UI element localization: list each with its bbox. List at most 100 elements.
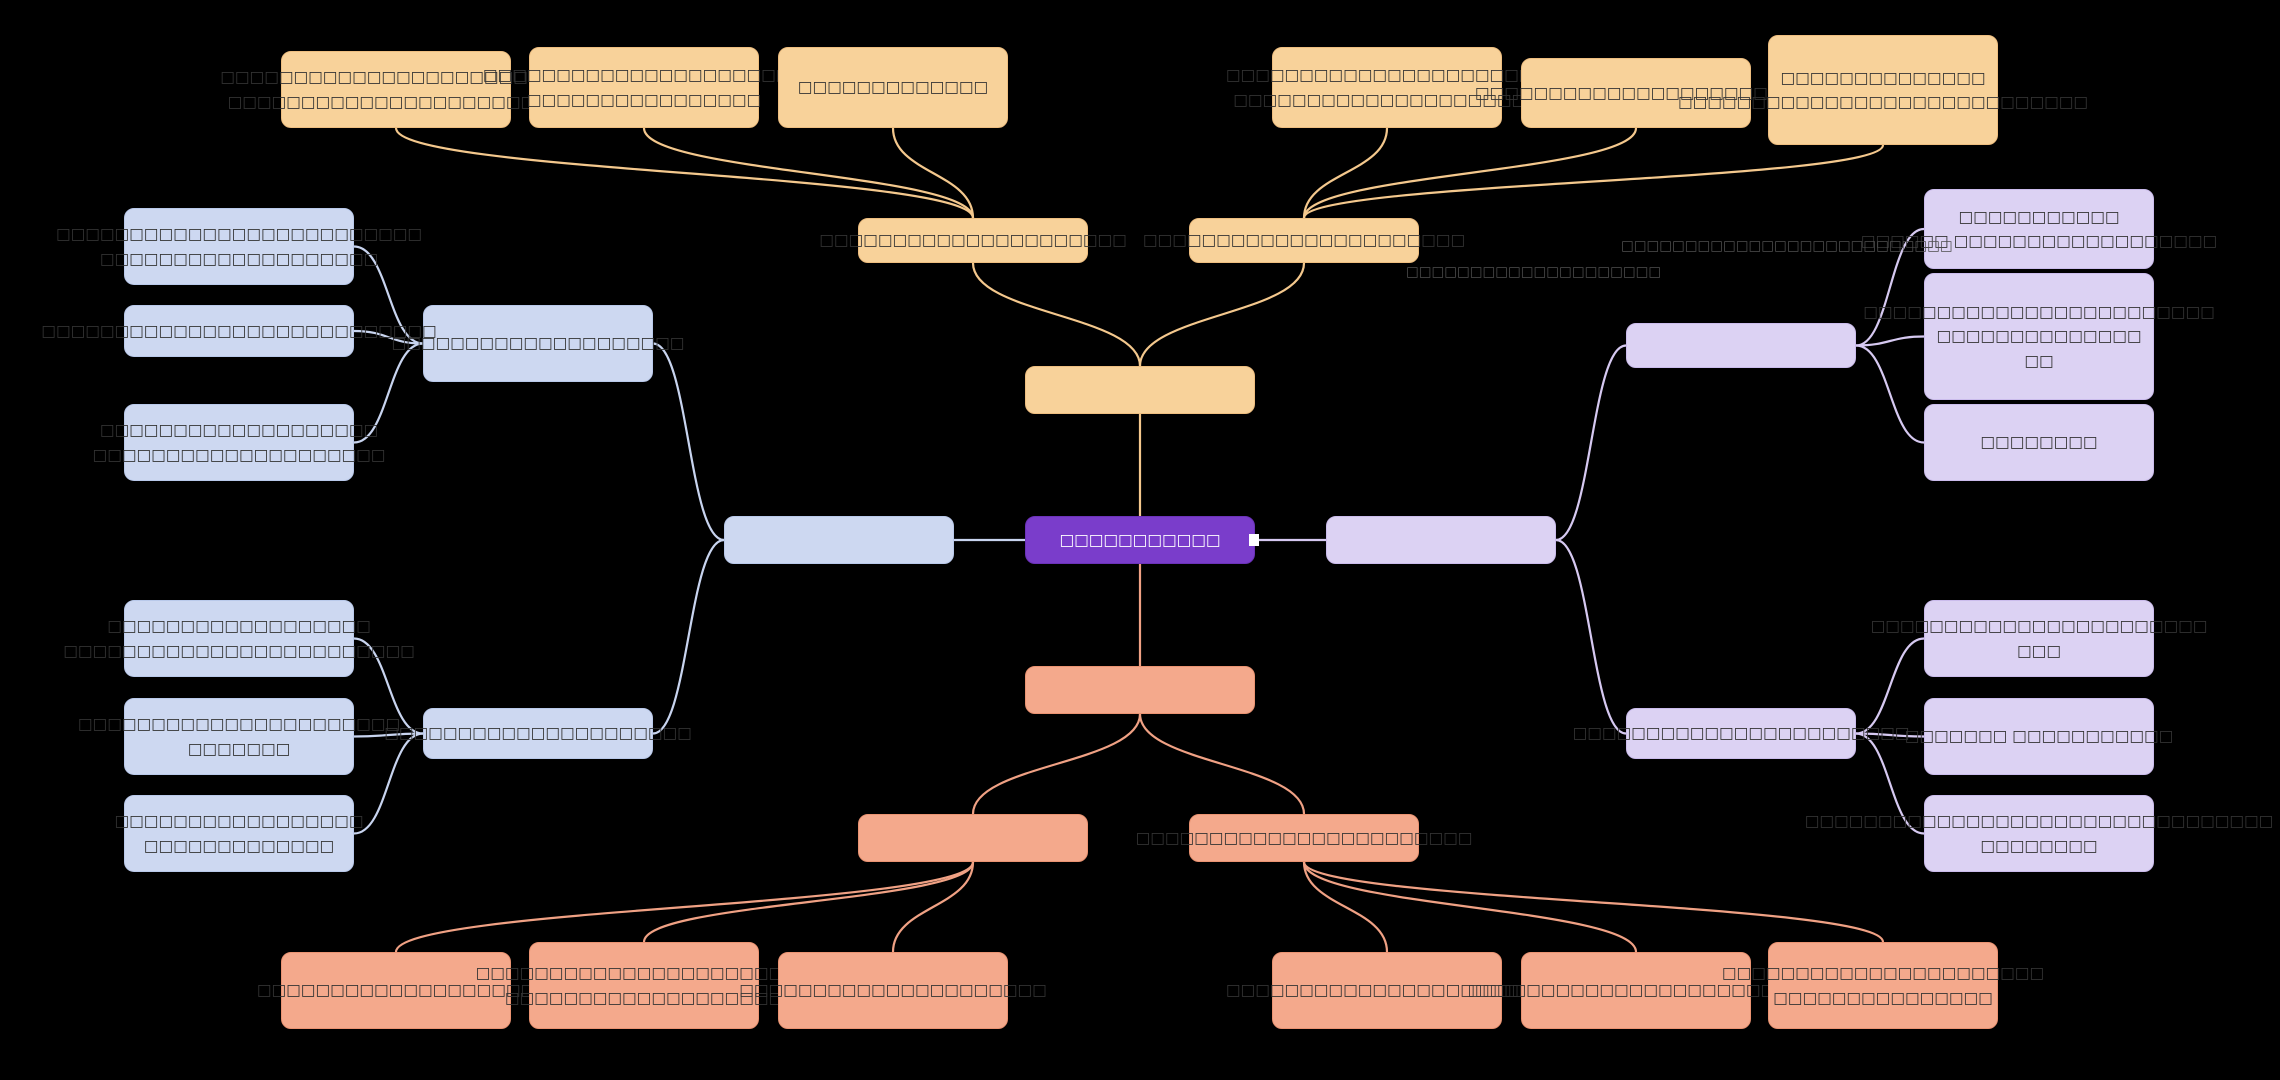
- mindmap-node-branch-right-lower[interactable]: □□□□□□□□□□□□□□□□□□□□□□□: [1573, 708, 1909, 759]
- node-label-line: □□□□□□□□□□□□□□□□□□□□□□: [1721, 964, 2045, 983]
- node-label-line: □□□□□□□□□□□: [1958, 207, 2120, 226]
- edge-leaf-tl-2-to-branch-top-left: [642, 126, 975, 220]
- mindmap-node-leaf-ll-1[interactable]: □□□□□□□□□□□□□□□□□□□□□□□□□□□□□□□□□□□□□□□□…: [63, 600, 415, 677]
- mindmap-node-leaf-ru-2[interactable]: □□□□□□□□□□□□□□□□□□□□□□□□□□□□□□□□□□□□□□□□: [1863, 273, 2215, 400]
- node-label-line: □□□□□□□□□□□□□□□□□□□□□□□: [227, 92, 565, 111]
- node-label-line: □□□□□□□□□□□: [1059, 530, 1221, 549]
- mindmap-node-branch-left-upper[interactable]: □□□□□□□□□□□□□□□□□□□□: [392, 305, 684, 382]
- mindmap-node-leaf-lu-3[interactable]: □□□□□□□□□□□□□□□□□□□□□□□□□□□□□□□□□□□□□□□: [93, 404, 385, 481]
- mindmap-node-branch-top-left[interactable]: □□□□□□□□□□□□□□□□□□□□□: [819, 218, 1127, 263]
- edge-branch-left-upper-to-leaf-lu-2: [352, 329, 425, 345]
- edge-branch-right-upper-to-leaf-ru-3: [1854, 344, 1926, 444]
- mindmap-node-right[interactable]: [1326, 516, 1556, 564]
- node-label-line: □□□□□□□□□□□□□□□: [1773, 988, 1993, 1007]
- mindmap-node-leaf-br-1[interactable]: □□□□□□□□□□□□□□□□□□□□□□: [1226, 952, 1548, 1029]
- mindmap-node-leaf-ll-3[interactable]: □□□□□□□□□□□□□□□□□□□□□□□□□□□□□□: [115, 795, 363, 872]
- edge-leaf-tr-1-to-branch-top-right: [1302, 126, 1389, 220]
- mindmap-node-branch-bottom-left[interactable]: [858, 814, 1088, 862]
- mindmap-node-leaf-br-2[interactable]: □□□□□□□□□□□□□□□□□□□□□□□: [1468, 952, 1804, 1029]
- edge-bottom-to-branch-bottom-right: [1138, 712, 1306, 816]
- node-label-line: □□□□□□□□□□□□□□□□□□□□□□□□: [220, 68, 572, 87]
- mindmap-node-bottom[interactable]: [1025, 666, 1255, 714]
- edge-branch-bottom-right-to-leaf-br-1: [1302, 860, 1389, 954]
- node-label-line: □□□□□□□□□□□□□□□□□□□□□□□: [1870, 617, 2208, 636]
- edge-branch-bottom-left-to-leaf-bl-2: [642, 860, 975, 944]
- node-label-line: □□□□□□□□□□□□□□□□□□□□□□: [482, 66, 806, 85]
- edge-branch-left-lower-to-leaf-ll-2: [352, 732, 425, 738]
- node-label-line: □□□□□□□□□□□□□□□□□□□□□□□: [475, 964, 813, 983]
- mindmap-node-top[interactable]: [1025, 366, 1255, 414]
- mindmap-node-leaf-tr-3[interactable]: □□□□□□□□□□□□□□□□□□□□□□□□□□□□□□□□□□□□□□□□…: [1678, 35, 2088, 145]
- mindmap-node-central[interactable]: □□□□□□□□□□□: [1025, 516, 1259, 564]
- edge-branch-bottom-left-to-leaf-bl-3: [891, 860, 975, 954]
- edge-branch-left-lower-to-leaf-ll-3: [352, 732, 425, 835]
- node-label-line: □□□□□□□□: [1980, 836, 2098, 855]
- node-label-line: □□□□□□□□□□□□□□: [1936, 327, 2142, 346]
- node-label-line: □□□□□□□□□□□□□□□□□□□: [256, 981, 536, 1000]
- mindmap-node-leaf-bl-1[interactable]: □□□□□□□□□□□□□□□□□□□: [257, 952, 535, 1029]
- mindmap-node-branch-left-lower[interactable]: □□□□□□□□□□□□□□□□□□□□□: [384, 708, 692, 759]
- edge-branch-bottom-right-to-leaf-br-3: [1302, 860, 1885, 944]
- node-label-line: □□□□□□□□□□□□□□□□: [526, 90, 762, 109]
- edge-leaf-tl-3-to-branch-top-left: [891, 126, 975, 220]
- edge-branch-top-right-to-top: [1138, 261, 1306, 368]
- node-label-line: □□□□□□□□□□□□□: [143, 836, 335, 855]
- mindmap-node-leaf-bl-3[interactable]: □□□□□□□□□□□□□□□□□□□□□: [739, 952, 1047, 1029]
- mindmap-node-leaf-rl-2[interactable]: □□□□□□□ □□□□□□□□□□□: [1905, 698, 2173, 775]
- edge-leaf-tr-2-to-branch-top-right: [1302, 126, 1638, 220]
- edge-branch-right-lower-to-leaf-rl-2: [1854, 732, 1926, 738]
- edge-branch-bottom-left-to-leaf-bl-1: [394, 860, 975, 954]
- mindmap-node-leaf-lu-1[interactable]: □□□□□□□□□□□□□□□□□□□□□□□□□□□□□□□□□□□□□□□□…: [56, 208, 422, 285]
- edge-branch-right-lower-to-leaf-rl-1: [1854, 637, 1926, 735]
- edge-right-to-branch-right-upper: [1554, 344, 1628, 542]
- node-label-line: □□□□□□□□□□□□□□□□□□□□□□□□□□□□: [1677, 93, 2089, 111]
- node-label-line: □□□□□□□□□□□□□□□□□□□□□□: [1142, 231, 1466, 250]
- mindmap-node-leaf-br-3[interactable]: □□□□□□□□□□□□□□□□□□□□□□□□□□□□□□□□□□□□□: [1722, 942, 2044, 1029]
- node-label-line: □□□□□□□□□□□□□□: [1780, 68, 1986, 87]
- mindmap-node-leaf-bl-2[interactable]: □□□□□□□□□□□□□□□□□□□□□□□□□□□□□□□□□□□□□□□□…: [476, 942, 812, 1029]
- node-label-line: □□□□□□□□□□□□□□□□□□□□□□□□□□□: [41, 321, 437, 340]
- edge-branch-left-lower-to-leaf-ll-1: [352, 637, 425, 735]
- edge-branch-right-upper-to-leaf-ru-1: [1854, 227, 1926, 347]
- node-label-line: □□□□□□□□□□□□□□□□□□□□□□□□□: [55, 225, 423, 244]
- mindmap-node-leaf-tr-1[interactable]: □□□□□□□□□□□□□□□□□□□□□□□□□□□□□□□□□□□□□□□□…: [1226, 47, 1548, 128]
- mindmap-node-leaf-ru-3[interactable]: □□□□□□□□: [1924, 404, 2154, 481]
- mindmap-node-leaf-ll-2[interactable]: □□□□□□□□□□□□□□□□□□□□□□□□□□□□□: [78, 698, 400, 775]
- node-label-line: □□: [2024, 351, 2054, 370]
- mindmap-node-leaf-lu-2[interactable]: □□□□□□□□□□□□□□□□□□□□□□□□□□□: [41, 305, 437, 357]
- edge-branch-right-upper-to-leaf-ru-2: [1854, 335, 1926, 347]
- node-label-line: □□□□□□□□□□□□□□□□□□□□□□: [1225, 981, 1549, 1000]
- selection-handle[interactable]: [1249, 534, 1259, 546]
- node-label-line: □□□□□□□□□□□□□□□□□□□□□: [819, 231, 1127, 250]
- edge-branch-right-lower-to-leaf-rl-3: [1854, 732, 1926, 835]
- node-label-line: □□□□□□□□: [1980, 433, 2098, 452]
- mindmap-node-leaf-rl-3[interactable]: □□□□□□□□□□□□□□□□□□□□□□□□□□□□□□□□□□□□□□□□: [1805, 795, 2273, 872]
- mindmap-node-branch-top-right[interactable]: □□□□□□□□□□□□□□□□□□□□□□: [1143, 218, 1465, 263]
- mindmap-node-leaf-rl-1[interactable]: □□□□□□□□□□□□□□□□□□□□□□□□□□: [1871, 600, 2207, 677]
- node-label-line: □□□□□□□□□□□□□□□□□□□□□□□□□□□□□□□□: [1804, 812, 2274, 831]
- edge-left-to-branch-left-lower: [651, 538, 726, 735]
- node-label-line: □□□□□□ □□□□□□□□□□□□□□□□□□: [1860, 232, 2218, 250]
- edge-branch-left-upper-to-leaf-lu-3: [352, 342, 425, 444]
- node-label-line: □□□□□□□□□□□□□□□□□□□: [504, 988, 784, 1007]
- node-label-line: □□□□□□□□□□□□□□□□□□□□□□: [77, 715, 401, 734]
- mindmap-node-branch-right-upper[interactable]: [1626, 323, 1856, 368]
- mindmap-node-leaf-tr-2[interactable]: □□□□□□□□□□□□□□□□□□□□□□: [1475, 58, 1797, 128]
- node-label-line: □□□□□□□□□□□□□□□□□□□□□: [739, 981, 1047, 1000]
- mindmap-node-leaf-tl-2[interactable]: □□□□□□□□□□□□□□□□□□□□□□□□□□□□□□□□□□□□□□: [483, 47, 805, 128]
- mindmap-node-leaf-tl-1[interactable]: □□□□□□□□□□□□□□□□□□□□□□□□□□□□□□□□□□□□□□□□…: [220, 51, 572, 128]
- node-label-line: □□□□□□□□□□□□□□□□□□: [107, 617, 371, 636]
- node-label-line: □□□□□□□□□□□□□□□□□□□: [99, 421, 379, 440]
- mindmap-node-leaf-tl-3[interactable]: □□□□□□□□□□□□□: [778, 47, 1008, 128]
- edge-right-to-branch-right-lower: [1554, 538, 1628, 735]
- mindmap-node-branch-bottom-right[interactable]: □□□□□□□□□□□□□□□□□□□□□□□: [1136, 814, 1472, 862]
- mindmap-node-leaf-ru-1[interactable]: □□□□□□□□□□□ □□□□□□ □□□□□□□□□□□□□□□□□□: [1861, 189, 2217, 269]
- node-label-line: □□□□□□□□□□□□□: [797, 78, 989, 97]
- node-label-line: □□□□□□□□□□□□□□□□□□□□□□□: [1572, 724, 1910, 743]
- node-label-line: □□□□□□□: [187, 739, 291, 758]
- edge-bottom-to-branch-bottom-left: [971, 712, 1142, 816]
- mindmap-node-left[interactable]: [724, 516, 954, 564]
- edge-branch-top-left-to-top: [971, 261, 1142, 368]
